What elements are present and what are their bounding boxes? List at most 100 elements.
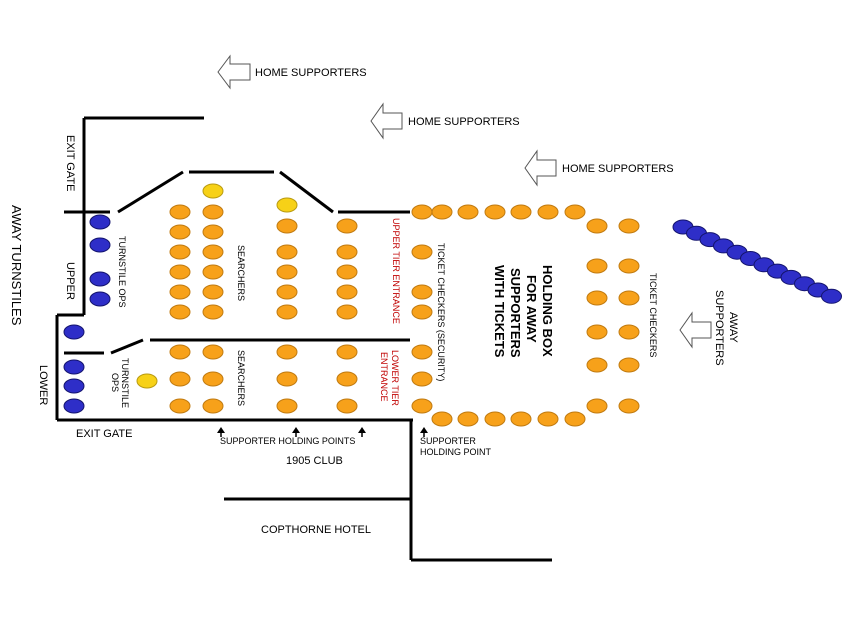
away-supporters-arrow-icon <box>679 311 712 349</box>
home-supporters-arrow-icon <box>524 149 557 187</box>
turnstile-ops-upper-label: TURNSTILE OPS <box>117 236 127 308</box>
steward-marker <box>457 204 479 220</box>
steward-marker <box>336 304 358 320</box>
holding-box-label: SUPPORTERS <box>508 268 523 358</box>
steward-marker <box>586 258 608 274</box>
supervisor-marker <box>136 373 158 389</box>
steward-marker <box>202 344 224 360</box>
police-turnstile-marker <box>89 291 111 307</box>
wall-upper-diagonal-left <box>117 170 184 214</box>
steward-marker <box>537 204 559 220</box>
steward-marker <box>431 204 453 220</box>
club-1905-label: 1905 CLUB <box>286 455 343 467</box>
holding-box-label: WITH TICKETS <box>492 265 507 358</box>
steward-marker <box>336 244 358 260</box>
lower-tier-entrance-label: ENTRANCE <box>379 352 389 402</box>
supporter-holding-point-label: SUPPORTER <box>420 436 476 446</box>
supporter-holding-points-label: SUPPORTER HOLDING POINTS <box>220 436 355 446</box>
steward-marker <box>586 290 608 306</box>
away-supporters-label: AWAY <box>727 312 739 343</box>
steward-marker <box>202 284 224 300</box>
steward-marker <box>618 218 640 234</box>
steward-marker <box>484 411 506 427</box>
holding-box-label: HOLDING BOX <box>540 265 555 357</box>
police-turnstile-marker <box>63 378 85 394</box>
searchers-upper-label: SEARCHERS <box>236 245 246 301</box>
up-arrow-icon <box>217 427 225 433</box>
steward-marker <box>276 264 298 280</box>
steward-marker <box>618 357 640 373</box>
steward-marker <box>169 244 191 260</box>
away-supporters-label: SUPPORTERS <box>713 290 725 366</box>
steward-marker <box>586 324 608 340</box>
steward-marker <box>411 371 433 387</box>
police-turnstile-marker <box>63 324 85 340</box>
exit-gate-top-label: EXIT GATE <box>64 135 76 191</box>
steward-markers <box>169 204 640 427</box>
police-turnstile-marker <box>63 359 85 375</box>
steward-marker <box>411 304 433 320</box>
supervisor-marker <box>202 183 224 199</box>
police-turnstile-marker <box>89 214 111 230</box>
home-supporters-label: HOME SUPPORTERS <box>562 163 674 175</box>
steward-marker <box>202 398 224 414</box>
up-arrow-icon <box>358 427 366 433</box>
steward-marker <box>169 398 191 414</box>
steward-marker <box>411 204 433 220</box>
steward-marker <box>411 244 433 260</box>
steward-marker <box>564 204 586 220</box>
turnstile-ops-lower-label: TURNSTILE <box>120 358 130 408</box>
away-turnstiles-label: AWAY TURNSTILES <box>9 205 24 326</box>
home-supporters-arrow-icon <box>370 102 403 140</box>
steward-marker <box>336 284 358 300</box>
steward-marker <box>276 218 298 234</box>
steward-marker <box>169 284 191 300</box>
supporter-holding-point-label: HOLDING POINT <box>420 447 492 457</box>
steward-marker <box>618 290 640 306</box>
up-arrow-icon <box>292 427 300 433</box>
turnstile-ops-lower-label: OPS <box>110 373 120 392</box>
steward-marker <box>411 398 433 414</box>
steward-marker <box>336 398 358 414</box>
steward-marker <box>202 224 224 240</box>
police-turnstile-markers <box>63 214 842 414</box>
steward-marker <box>276 244 298 260</box>
labels: HOME SUPPORTERS HOME SUPPORTERS HOME SUP… <box>9 67 739 536</box>
steward-marker <box>484 204 506 220</box>
steward-marker <box>564 411 586 427</box>
steward-marker <box>457 411 479 427</box>
steward-marker <box>169 371 191 387</box>
steward-marker <box>618 324 640 340</box>
holding-point-markers <box>217 427 428 437</box>
upper-tier-entrance-label: UPPER TIER ENTRANCE <box>391 218 401 324</box>
lower-tier-entrance-label: LOWER TIER <box>390 350 400 406</box>
steward-marker <box>411 344 433 360</box>
searchers-lower-label: SEARCHERS <box>236 350 246 406</box>
upper-label: UPPER <box>64 262 76 300</box>
steward-marker <box>586 398 608 414</box>
home-supporters-label: HOME SUPPORTERS <box>255 67 367 79</box>
home-supporters-label: HOME SUPPORTERS <box>408 116 520 128</box>
steward-marker <box>336 264 358 280</box>
steward-marker <box>276 284 298 300</box>
lower-label: LOWER <box>37 365 49 405</box>
wall-upper-diagonal-right <box>279 170 334 214</box>
supervisor-markers <box>136 183 298 389</box>
home-supporters-arrow-icon <box>217 54 251 90</box>
police-turnstile-marker <box>63 398 85 414</box>
ticket-checkers-security-label: TICKET CHECKERS (SECURITY) <box>436 243 446 381</box>
steward-marker <box>202 371 224 387</box>
steward-marker <box>510 411 532 427</box>
holding-box-label: FOR AWAY <box>524 275 539 343</box>
steward-marker <box>169 304 191 320</box>
steward-marker <box>336 218 358 234</box>
steward-marker <box>202 204 224 220</box>
steward-marker <box>202 264 224 280</box>
steward-marker <box>276 371 298 387</box>
steward-marker <box>537 411 559 427</box>
ticket-checkers-right-label: TICKET CHECKERS <box>648 273 658 357</box>
wall-lower-diagonal <box>110 338 144 355</box>
steward-marker <box>276 398 298 414</box>
up-arrow-icon <box>420 427 428 433</box>
